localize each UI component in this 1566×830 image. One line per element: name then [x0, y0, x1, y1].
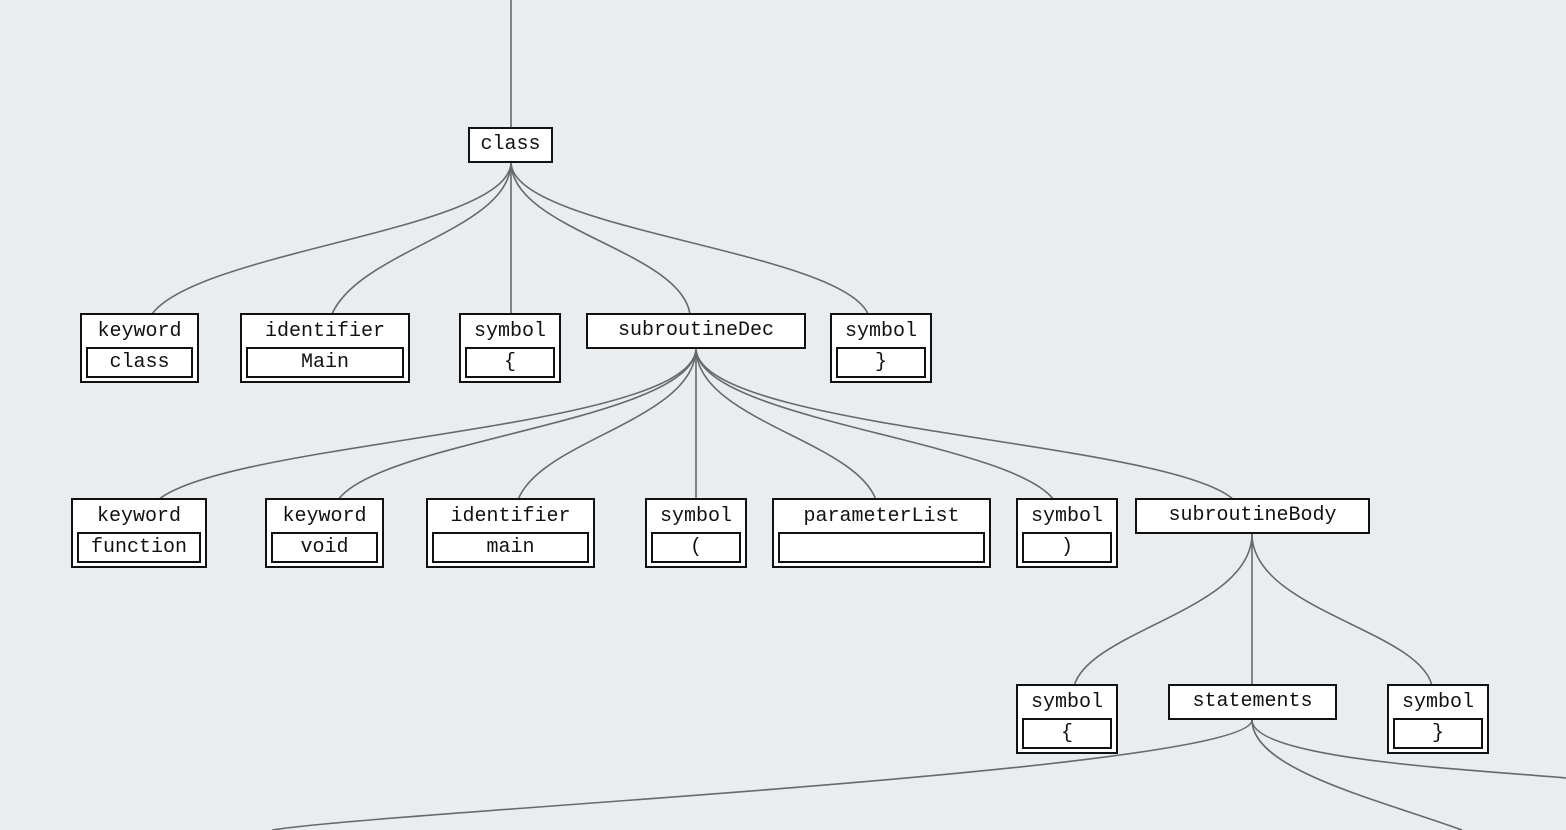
node-value: } [836, 347, 926, 378]
edge-body-symbol-open [1073, 533, 1253, 687]
node-value: ) [1022, 532, 1112, 563]
edge-class-keyword [151, 161, 512, 315]
node-symbol-body-open: symbol { [1016, 684, 1118, 754]
edge-class-subroutinedec [510, 161, 691, 315]
node-value: { [465, 347, 555, 378]
edge-statements-child-2 [1251, 719, 1463, 830]
node-tag: symbol [1030, 505, 1103, 528]
node-value [778, 532, 985, 563]
node-tag: symbol [1401, 691, 1474, 714]
edge-sub-subroutinebody [695, 347, 1235, 501]
edge-sub-symbol-close [695, 347, 1055, 501]
node-subroutinebody: subroutineBody [1135, 498, 1370, 534]
node-value: ( [651, 532, 741, 563]
node-keyword-void: keyword void [265, 498, 384, 568]
edge-sub-keyword-function [157, 347, 697, 501]
node-tag: keyword [97, 320, 182, 343]
edge-class-identifier [331, 161, 512, 315]
node-symbol-close-brace: symbol } [830, 313, 932, 383]
node-parameterlist: parameterList [772, 498, 991, 568]
node-value: main [432, 532, 589, 563]
node-tag: symbol [1030, 691, 1103, 714]
node-tag: symbol [473, 320, 546, 343]
edge-statements-child-1 [271, 719, 1253, 830]
edge-sub-keyword-void [337, 347, 697, 501]
node-value: Main [246, 347, 404, 378]
node-statements: statements [1168, 684, 1337, 720]
edge-sub-identifier [517, 347, 697, 501]
edge-class-symbol-close [510, 161, 869, 315]
node-value: void [271, 532, 378, 563]
node-tag: keyword [96, 505, 181, 528]
node-tag: keyword [282, 505, 367, 528]
node-value: function [77, 532, 201, 563]
node-identifier-main-class: identifier Main [240, 313, 410, 383]
edge-statements-child-3 [1251, 719, 1566, 779]
node-tag: symbol [844, 320, 917, 343]
node-symbol-open-paren: symbol ( [645, 498, 747, 568]
node-class: class [468, 127, 553, 163]
node-keyword-class: keyword class [80, 313, 199, 383]
node-symbol-body-close: symbol } [1387, 684, 1489, 754]
node-symbol-open-brace: symbol { [459, 313, 561, 383]
node-identifier-main: identifier main [426, 498, 595, 568]
node-value: } [1393, 718, 1483, 749]
edge-sub-parameterlist [695, 347, 877, 501]
node-symbol-close-paren: symbol ) [1016, 498, 1118, 568]
node-value: { [1022, 718, 1112, 749]
edge-body-symbol-close [1251, 533, 1433, 687]
node-tag: identifier [264, 320, 386, 343]
node-keyword-function: keyword function [71, 498, 207, 568]
node-tag: symbol [659, 505, 732, 528]
node-value: class [86, 347, 193, 378]
node-subroutinedec: subroutineDec [586, 313, 806, 349]
node-tag: identifier [450, 505, 571, 528]
node-tag: parameterList [803, 505, 960, 528]
